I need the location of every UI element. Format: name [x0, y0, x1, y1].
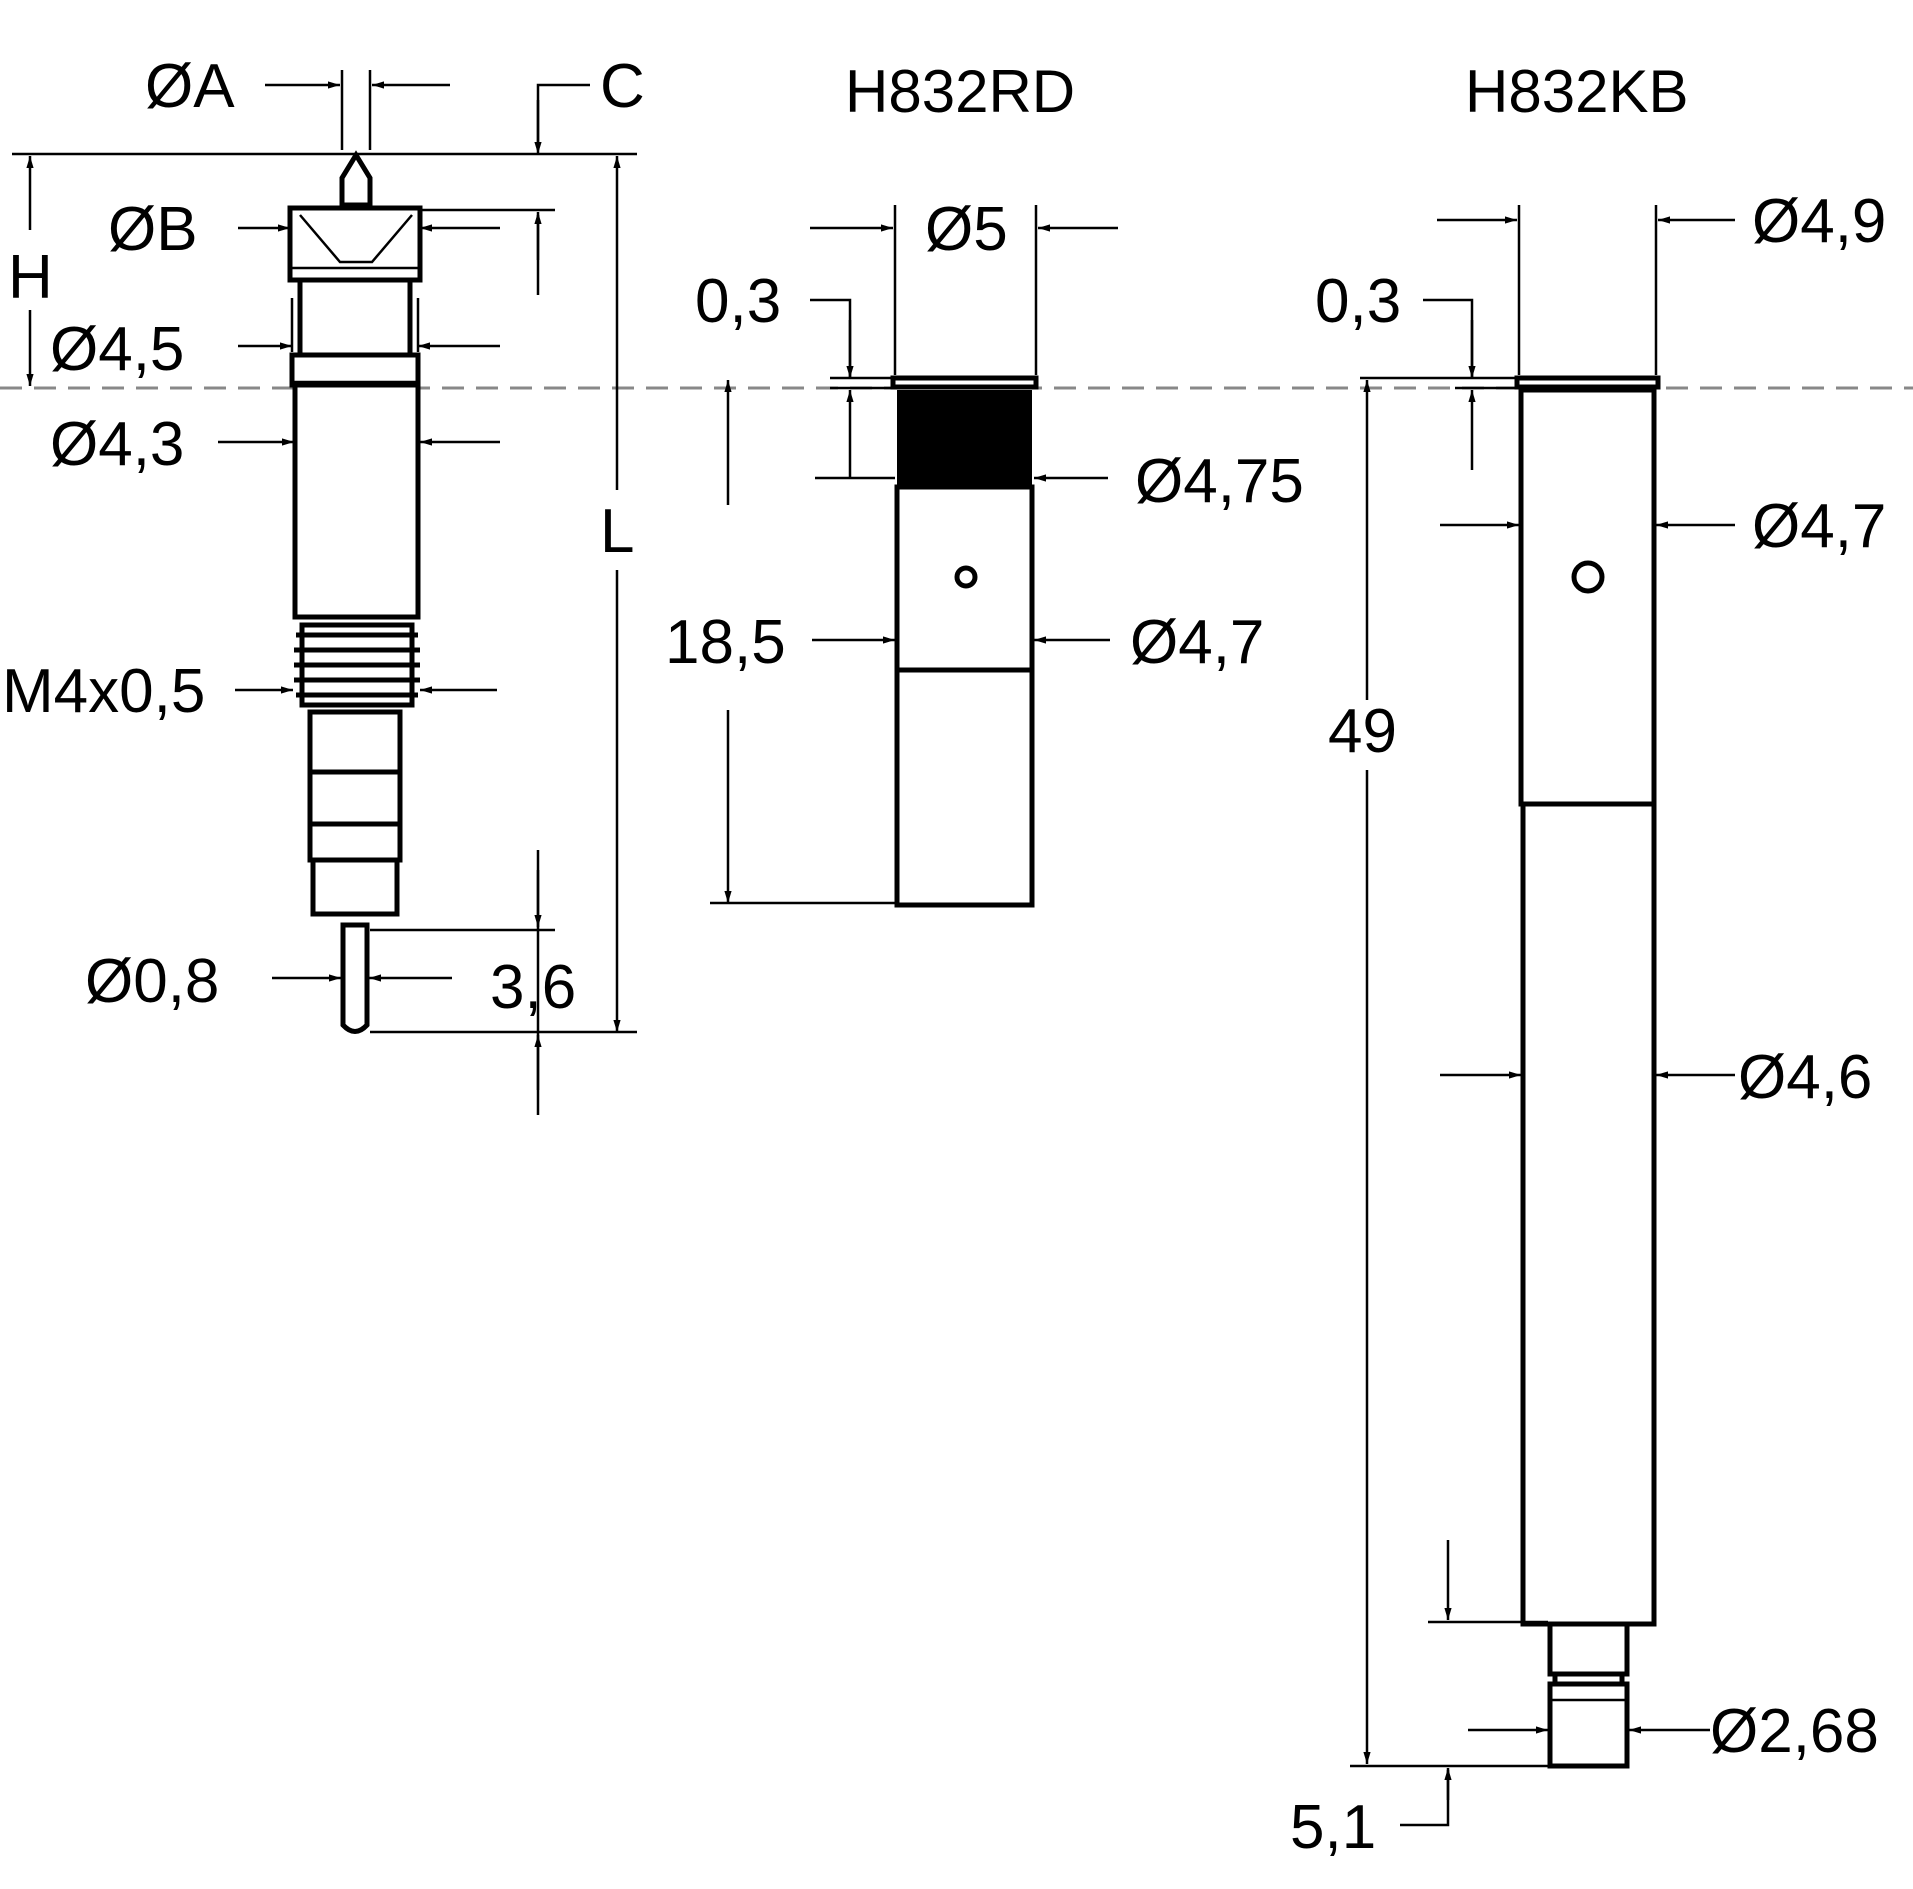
probe-body	[292, 382, 421, 620]
label-thread: M4x0,5	[2, 657, 205, 726]
kb-label-len-49: 49	[1328, 697, 1397, 766]
probe-neck	[297, 277, 413, 358]
title-h832kb: H832KB	[1465, 58, 1688, 125]
h832rd-drawing: H832RD Ø5 0,3 Ø4,75 18,5 Ø4,	[665, 58, 1304, 908]
probe-lower-section-3	[307, 821, 403, 863]
probe-plunger	[340, 922, 370, 1034]
kb-flange	[1514, 375, 1661, 390]
probe-tip	[339, 150, 373, 208]
rd-label-dia-5: Ø5	[925, 195, 1008, 264]
rd-knurled-grip	[897, 390, 1032, 487]
label-c: C	[600, 52, 645, 121]
spring-probe-drawing: ØA C ØB H Ø4,5 Ø4,3 L M4x0,5 Ø0,8 3,6	[2, 52, 645, 1115]
probe-lower-section-4	[310, 857, 400, 917]
rd-label-dia-4-75: Ø4,75	[1135, 447, 1304, 516]
rd-label-len-18-5: 18,5	[665, 608, 786, 677]
rd-label-len-0-3: 0,3	[695, 267, 781, 336]
kb-lower-body	[1520, 801, 1657, 1627]
kb-upper-body	[1518, 387, 1657, 807]
label-len-3-6: 3,6	[490, 953, 576, 1022]
rd-flange	[890, 375, 1039, 390]
label-dia-4-3: Ø4,3	[50, 410, 184, 479]
probe-lower-section-2	[307, 769, 403, 827]
label-h: H	[8, 243, 53, 312]
kb-label-dia-2-68: Ø2,68	[1710, 1697, 1879, 1766]
label-dia-b: ØB	[108, 195, 198, 264]
kb-label-dia-4-7: Ø4,7	[1752, 492, 1886, 561]
label-dia-0-8: Ø0,8	[85, 947, 219, 1016]
probe-collar	[289, 352, 421, 388]
rd-label-dia-4-7: Ø4,7	[1130, 608, 1264, 677]
rd-lower-body	[894, 667, 1035, 908]
probe-crown-head	[287, 205, 423, 283]
kb-label-len-0-3: 0,3	[1315, 267, 1401, 336]
kb-hole	[1571, 560, 1605, 594]
label-dia-a: ØA	[145, 52, 235, 121]
label-dia-4-5: Ø4,5	[50, 315, 184, 384]
title-h832rd: H832RD	[845, 58, 1075, 125]
label-l: L	[600, 497, 634, 566]
rd-hole	[954, 565, 978, 589]
kb-pin-upper	[1547, 1621, 1630, 1677]
h832kb-drawing: H832KB	[1290, 58, 1886, 1862]
probe-lower-section-1	[307, 709, 403, 775]
kb-label-dia-4-6: Ø4,6	[1738, 1043, 1872, 1112]
kb-pin-lower	[1547, 1681, 1630, 1769]
kb-label-dia-4-9: Ø4,9	[1752, 187, 1886, 256]
kb-label-len-5-1: 5,1	[1290, 1793, 1376, 1862]
